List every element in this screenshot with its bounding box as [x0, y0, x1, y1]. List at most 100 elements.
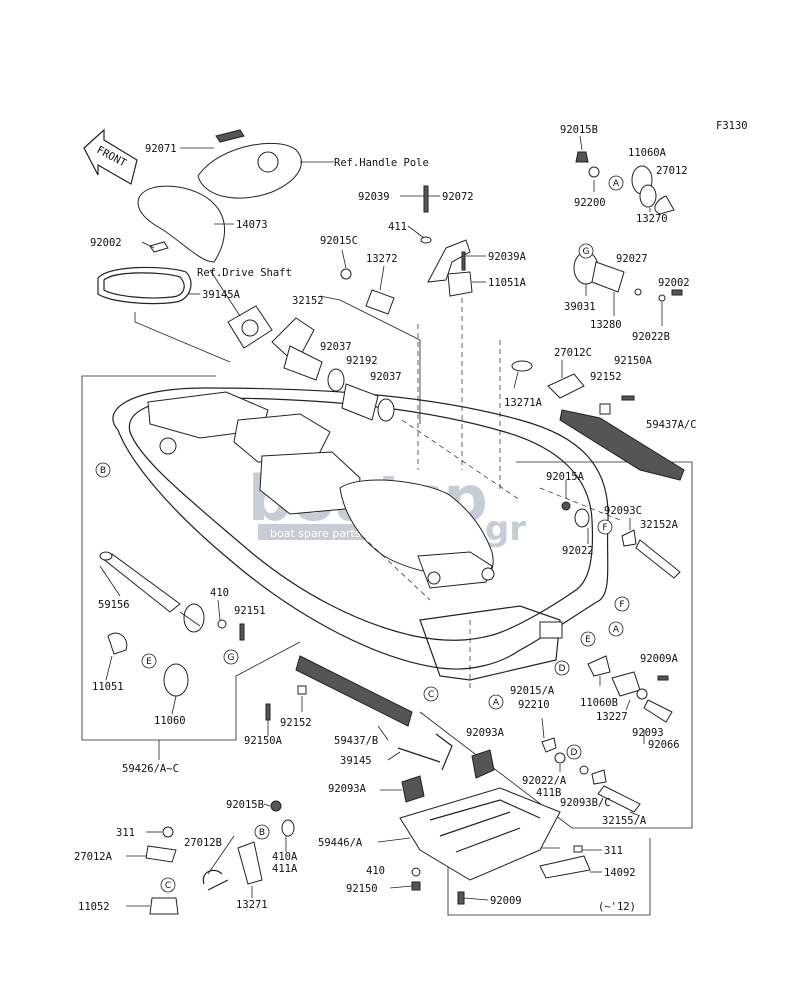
part-label: 59446/A [318, 837, 363, 849]
bearing-hole [241, 319, 259, 337]
part-label: 11060A [628, 147, 667, 159]
part-label: 311 [604, 845, 623, 857]
part-label: 13280 [590, 319, 622, 331]
part-label: 411 [388, 221, 407, 233]
pipe-end [99, 551, 113, 561]
part-label: 92200 [574, 197, 606, 209]
collar-92152-top [599, 403, 611, 415]
plate-13227 [611, 671, 641, 697]
part-label: 14092 [604, 867, 636, 879]
part-label: 11060 [154, 715, 186, 727]
variant-note: (~'12) [598, 901, 636, 913]
plug-92066 [643, 699, 673, 723]
svg-text:B: B [259, 828, 265, 838]
ref-marker-g-left: G [223, 649, 239, 665]
washer-92200 [588, 166, 600, 178]
nut-92015b [575, 151, 589, 163]
ref-marker-e-hull: E [580, 631, 596, 647]
front-arrow-icon: FRONT [83, 128, 138, 185]
handle-pole-cap [257, 151, 279, 173]
pad-92093a-left [401, 775, 425, 803]
svg-text:D: D [571, 748, 578, 758]
nut-92210 [541, 737, 557, 753]
leader-lines [99, 135, 663, 907]
svg-text:F: F [602, 523, 607, 533]
top-center-frame [319, 295, 421, 424]
part-label: 14073 [236, 219, 268, 231]
svg-text:F: F [619, 600, 624, 610]
svg-text:E: E [146, 657, 152, 667]
part-label: 59426/A~C [122, 763, 179, 775]
washer-411b [579, 765, 589, 775]
part-label: 411A [272, 863, 298, 875]
part-label: 92072 [442, 191, 474, 203]
ref-marker-g-top: G [578, 243, 594, 259]
deck-plug-2 [481, 567, 495, 581]
plate-13272 [365, 289, 395, 315]
part-label: 92152 [280, 717, 312, 729]
svg-text:B: B [100, 466, 106, 476]
ref-marker-d-low: D [566, 744, 582, 760]
bolt-92039 [423, 185, 429, 213]
bolt-92150a-mid [265, 703, 271, 721]
part-label: 92093A [328, 783, 367, 795]
hull-outline [112, 387, 609, 670]
hull-stern [419, 605, 561, 681]
part-label: 59437/B [334, 735, 378, 747]
clip-11051 [107, 632, 128, 655]
part-label: 92022/A [522, 775, 567, 787]
bolt-92151 [239, 623, 245, 641]
fitting-32155a [597, 785, 641, 813]
part-label: 92015B [560, 124, 598, 136]
bracket-27012c [547, 373, 585, 399]
part-label: 11051A [488, 277, 527, 289]
part-number-labels: 92071 14073 92002 39145A 92039 92072 411… [74, 124, 697, 913]
part-label: 27012B [184, 837, 222, 849]
clip-27012b [202, 869, 229, 891]
part-label: 92210 [518, 699, 550, 711]
clamp-92037-b [377, 398, 395, 422]
part-label: 13227 [596, 711, 628, 723]
part-label: 92150A [614, 355, 653, 367]
part-label: 92150A [244, 735, 283, 747]
clip-27012 [654, 195, 675, 215]
bolt-92002b [671, 289, 683, 296]
nut-92015a [561, 501, 571, 511]
part-label: 92151 [234, 605, 266, 617]
part-label: 27012 [656, 165, 688, 177]
part-label: 92009A [640, 653, 679, 665]
part-label: 13271A [504, 397, 543, 409]
part-label: 92037 [320, 341, 352, 353]
bolt-92009 [457, 891, 465, 905]
ref-marker-d-hull: D [554, 660, 570, 676]
part-label: 92015B [226, 799, 264, 811]
bolt-92002 [149, 241, 169, 253]
seal-ring-39145a [97, 266, 192, 305]
hose-92192 [341, 383, 379, 421]
ref-marker-a-top: A [608, 175, 624, 191]
ref-marker-e-left: E [141, 653, 157, 669]
grip-tape [215, 129, 245, 143]
ref-handle-pole-label: Ref.Handle Pole [334, 157, 429, 169]
sponson-59437b [295, 655, 413, 727]
part-label: 11060B [580, 697, 618, 709]
bracket-27012a [145, 845, 177, 863]
stern-fitting [539, 621, 563, 639]
intake-grate-59446a [399, 787, 561, 881]
part-label: 410 [210, 587, 229, 599]
watermark-tagline: boat spare parts [270, 527, 361, 540]
part-label: 92093C [604, 505, 642, 517]
top-right-parts [511, 151, 685, 481]
part-label: 92039 [358, 191, 390, 203]
ref-marker-f-mid: F [597, 519, 613, 535]
bracket-92072 [427, 239, 471, 283]
grommet-11060b [587, 655, 611, 677]
nut-311-left [162, 826, 174, 838]
part-label: 11052 [78, 901, 110, 913]
clamp-92037-a [327, 368, 345, 392]
washer-92093c [621, 529, 637, 547]
svg-text:E: E [585, 635, 591, 645]
part-label: 410A [272, 851, 298, 863]
part-label: 92037 [370, 371, 402, 383]
